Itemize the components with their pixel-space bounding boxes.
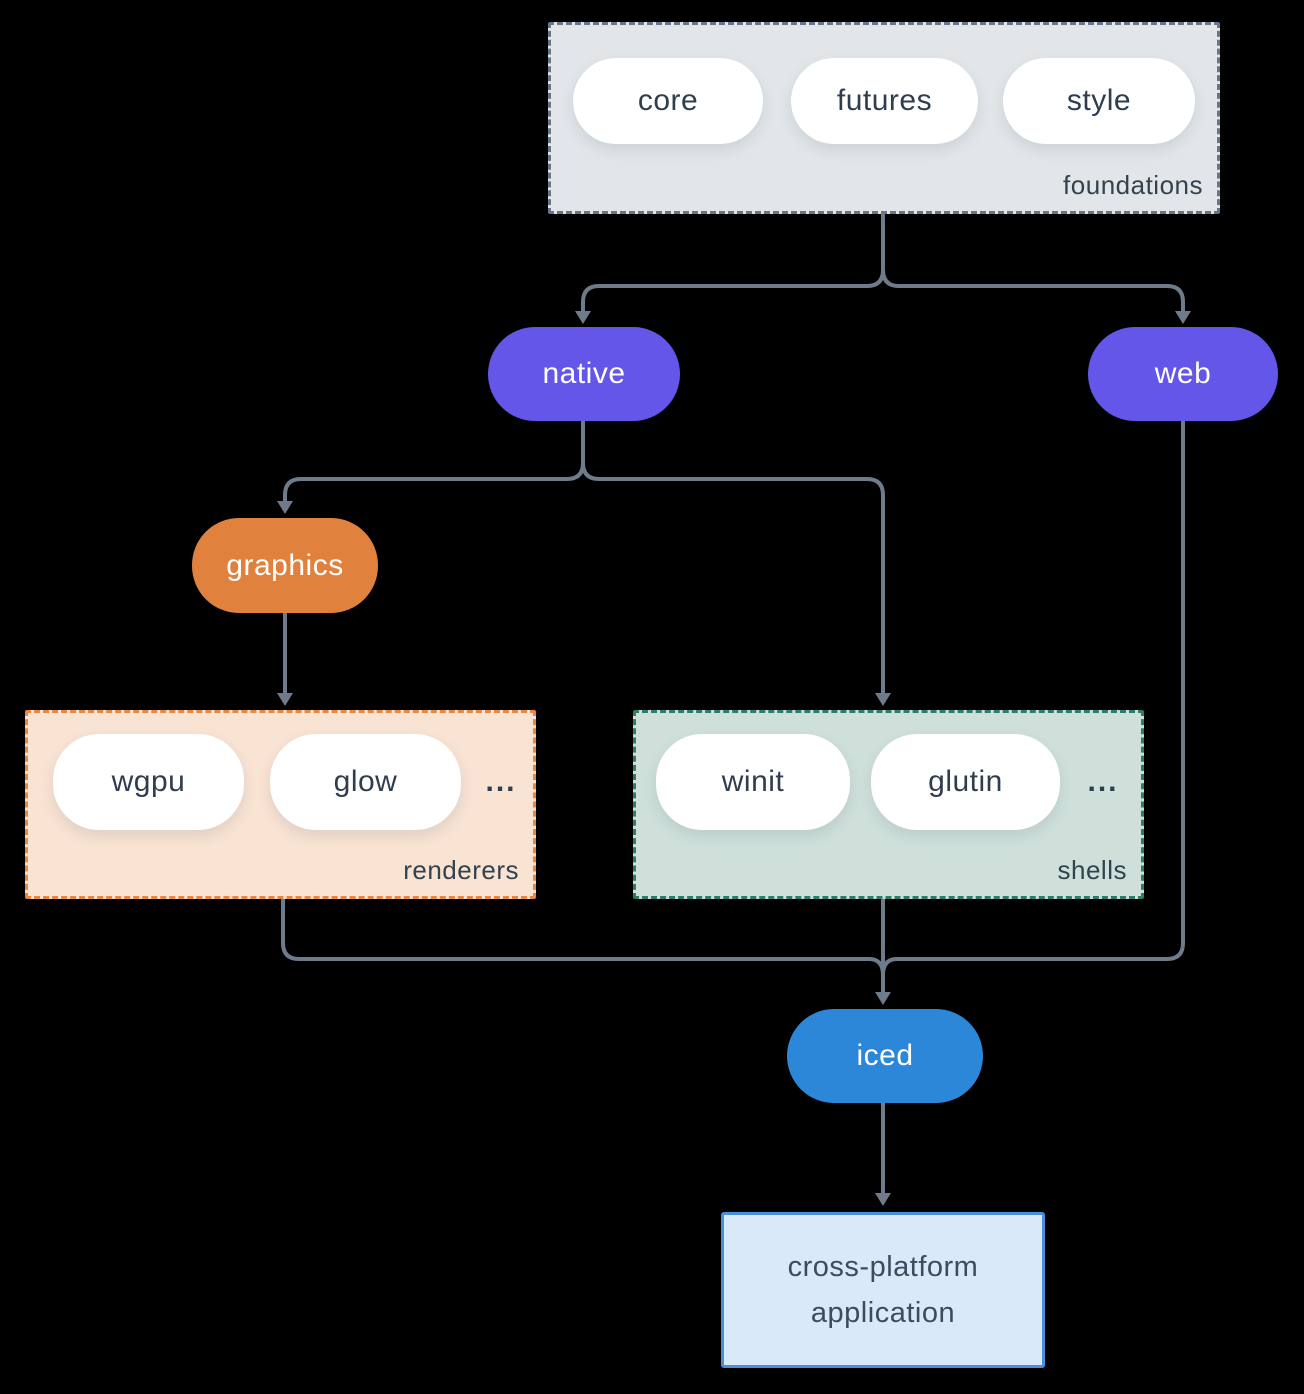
arrowhead-shells bbox=[875, 693, 891, 706]
arrowhead-application bbox=[875, 1193, 891, 1206]
node-futures-label: futures bbox=[836, 84, 933, 117]
application-label-line1: cross-platform bbox=[787, 1251, 979, 1283]
node-wgpu-label: wgpu bbox=[111, 765, 186, 798]
node-core-label: core bbox=[637, 84, 699, 117]
arrowhead-iced bbox=[875, 992, 891, 1005]
node-iced-label: iced bbox=[856, 1039, 914, 1072]
node-style-label: style bbox=[1066, 84, 1132, 117]
arrowhead-native bbox=[575, 311, 591, 324]
node-glow-label: glow bbox=[333, 765, 398, 798]
renderers-ellipsis: ... bbox=[485, 765, 517, 798]
edge-foundations-web bbox=[881, 214, 1185, 312]
foundations-group-label: foundations bbox=[1063, 170, 1203, 200]
node-glow: glow bbox=[270, 734, 461, 830]
node-iced: iced bbox=[787, 1009, 983, 1103]
edge-foundations-native bbox=[581, 214, 885, 312]
node-style: style bbox=[1003, 58, 1195, 144]
node-core: core bbox=[573, 58, 763, 144]
node-graphics: graphics bbox=[192, 518, 378, 613]
edge-renderers-iced bbox=[281, 899, 885, 993]
renderers-group: wgpu glow ... renderers bbox=[25, 710, 536, 899]
node-native: native bbox=[488, 327, 680, 421]
node-native-label: native bbox=[542, 357, 626, 390]
node-cross-platform-application: cross-platform application bbox=[721, 1212, 1045, 1368]
node-futures: futures bbox=[791, 58, 978, 144]
arrowhead-web bbox=[1175, 311, 1191, 324]
node-graphics-label: graphics bbox=[226, 548, 344, 582]
application-label-line2: application bbox=[810, 1297, 956, 1329]
arrowhead-renderers bbox=[277, 693, 293, 706]
node-winit: winit bbox=[656, 734, 850, 830]
renderers-group-label: renderers bbox=[403, 855, 519, 885]
node-winit-label: winit bbox=[721, 765, 785, 798]
node-glutin: glutin bbox=[871, 734, 1060, 830]
node-glutin-label: glutin bbox=[928, 765, 1003, 798]
edge-native-shells bbox=[581, 421, 885, 694]
node-web-label: web bbox=[1154, 357, 1212, 390]
foundations-group: core futures style foundations bbox=[548, 22, 1220, 214]
edge-native-graphics bbox=[283, 421, 585, 502]
node-wgpu: wgpu bbox=[53, 734, 244, 830]
shells-group-label: shells bbox=[1057, 855, 1127, 885]
shells-group: winit glutin ... shells bbox=[633, 710, 1144, 899]
arrowhead-graphics bbox=[277, 501, 293, 514]
edge-web-iced bbox=[881, 421, 1185, 993]
shells-ellipsis: ... bbox=[1087, 765, 1119, 798]
node-web: web bbox=[1088, 327, 1278, 421]
